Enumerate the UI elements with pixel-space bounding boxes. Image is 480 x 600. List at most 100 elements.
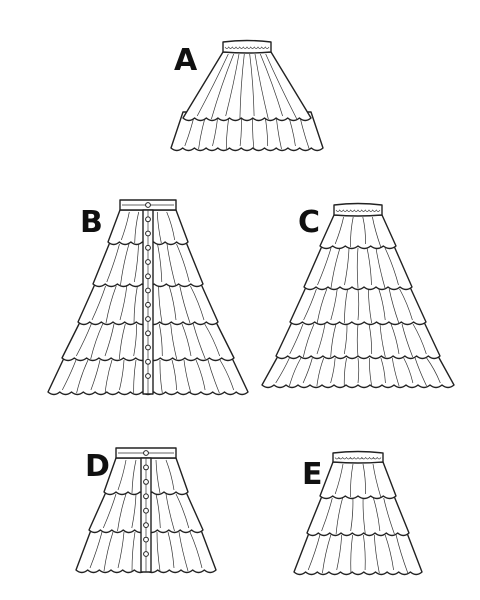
gather-line — [120, 211, 130, 241]
gather-line — [179, 285, 191, 324]
gather-line — [302, 357, 313, 384]
gather-line — [403, 357, 414, 384]
gather-line — [372, 463, 382, 498]
gather-line — [91, 285, 106, 321]
gather-line — [156, 211, 162, 244]
skirt-tier — [293, 532, 423, 576]
gather-line — [90, 359, 101, 391]
waistband-shirring — [224, 46, 270, 49]
gather-line — [336, 534, 343, 571]
gather-line — [356, 247, 359, 289]
gather-line — [117, 459, 127, 491]
button-icon — [145, 316, 151, 322]
gather-line — [302, 323, 315, 358]
waistband-shirring — [334, 456, 382, 460]
gather-line — [157, 243, 163, 283]
skirt-view-b — [47, 199, 249, 396]
gather-line — [379, 323, 386, 358]
gather-line — [211, 53, 235, 120]
gather-line — [155, 459, 161, 494]
gather-line — [119, 359, 125, 391]
gather-line — [330, 323, 337, 358]
gather-line — [412, 323, 427, 355]
gather-line — [316, 323, 326, 355]
gather-line — [366, 247, 372, 286]
gather-line — [322, 534, 332, 574]
gather-line — [178, 531, 189, 572]
gather-line — [372, 216, 382, 248]
gather-line — [155, 493, 161, 529]
gather-line — [335, 497, 343, 535]
gather-line — [106, 243, 120, 283]
skirt-tier — [303, 245, 413, 291]
gather-line — [192, 323, 206, 360]
gather-line — [131, 493, 137, 529]
gather-line — [265, 53, 298, 120]
skirt-view-e — [293, 450, 423, 576]
gather-line — [343, 323, 348, 355]
gather-line — [117, 531, 125, 569]
gather-line — [373, 497, 381, 532]
gather-line — [395, 534, 409, 574]
gather-line — [166, 243, 176, 286]
gather-line — [316, 357, 325, 387]
gather-line — [181, 323, 192, 357]
gather-line — [390, 323, 400, 355]
button-icon — [145, 244, 151, 251]
gather-line — [369, 357, 373, 387]
button-icon — [143, 479, 149, 485]
gather-line — [350, 534, 353, 574]
gather-line — [254, 53, 269, 120]
gather-line — [170, 323, 178, 360]
gather-line — [105, 285, 117, 324]
gather-line — [357, 288, 360, 321]
gather-line — [134, 211, 140, 244]
button-icon — [145, 301, 151, 308]
gather-line — [133, 243, 139, 283]
gather-line — [118, 323, 126, 360]
gather-line — [259, 53, 283, 117]
gather-line — [399, 288, 413, 321]
button-icon — [145, 330, 151, 337]
button-icon — [145, 373, 151, 379]
gather-line — [75, 323, 92, 357]
gather-line — [204, 323, 221, 357]
gather-line — [249, 53, 255, 117]
view-label-c: C — [298, 205, 320, 240]
view-label-e: E — [302, 457, 323, 492]
gather-line — [303, 288, 317, 321]
gather-line — [159, 359, 163, 394]
gather-line — [289, 357, 302, 387]
gather-line — [388, 288, 400, 324]
gather-line — [103, 531, 114, 572]
gather-line — [362, 216, 366, 245]
gather-line — [350, 497, 354, 532]
gather-line — [119, 285, 128, 321]
button-icon — [145, 358, 151, 365]
gather-line — [131, 531, 136, 572]
view-label-a: A — [174, 43, 198, 78]
gather-line — [362, 463, 366, 495]
gather-line — [190, 285, 205, 321]
gather-line — [117, 493, 127, 532]
skirt-view-a — [170, 39, 324, 152]
gather-line — [378, 288, 386, 321]
button-icon — [145, 259, 151, 265]
gather-line — [165, 459, 175, 491]
gather-line — [219, 359, 235, 391]
gather-line — [189, 531, 203, 569]
view-label-d: D — [85, 449, 110, 484]
gather-line — [166, 211, 176, 241]
gather-line — [357, 357, 360, 384]
gather-line — [165, 493, 175, 532]
gather-line — [76, 359, 89, 394]
gather-line — [316, 288, 328, 324]
gather-line — [168, 285, 177, 321]
gather-line — [344, 288, 348, 324]
hem-ruffle — [170, 111, 324, 152]
gather-line — [167, 531, 175, 569]
gather-line — [207, 359, 220, 394]
button-icon — [143, 493, 149, 500]
gather-line — [156, 531, 161, 572]
